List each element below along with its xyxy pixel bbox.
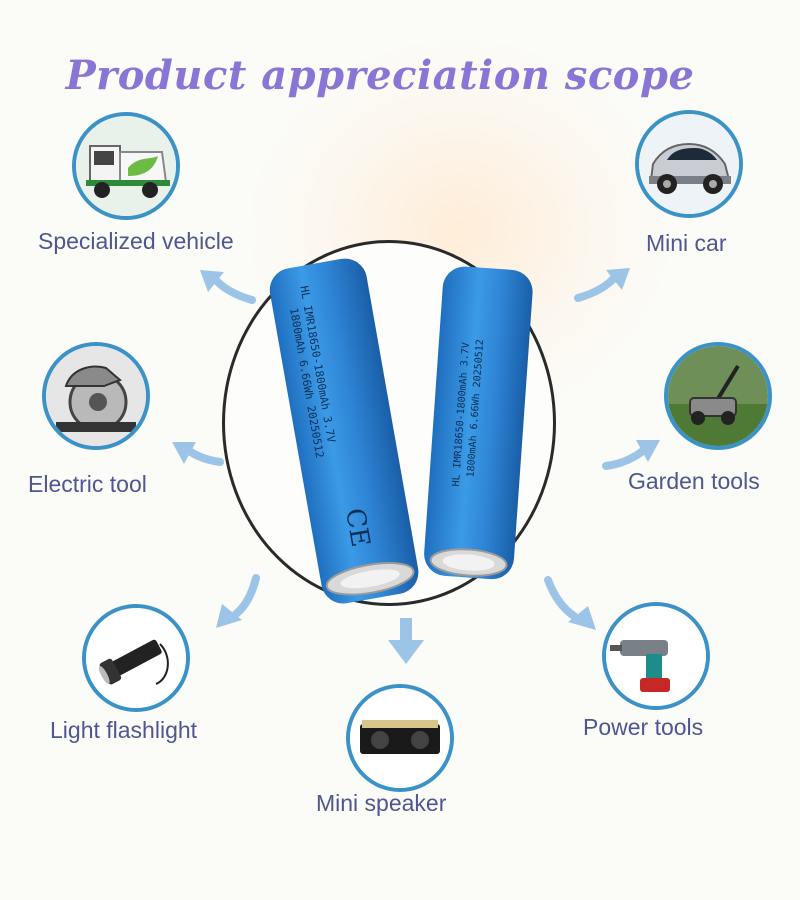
ce-mark-icon: CE xyxy=(339,506,375,549)
app-label: Power tools xyxy=(583,714,704,740)
circular-saw-icon xyxy=(42,342,150,450)
arrow-down-left-icon xyxy=(216,574,260,628)
car-icon xyxy=(635,110,743,218)
arrow-down-icon xyxy=(388,618,424,664)
arrow-left-icon xyxy=(172,442,224,466)
battery-left: HL IMR18650-1800mAh 3.7V 1800mAh 6.66Wh … xyxy=(269,258,419,604)
arrow-up-left-icon xyxy=(200,270,256,304)
sweeper-truck-icon xyxy=(72,112,180,220)
arrow-right-icon xyxy=(602,440,660,470)
app-label: Electric tool xyxy=(28,471,147,497)
app-label: Mini car xyxy=(646,230,727,256)
page-title: Product appreciation scope xyxy=(65,52,695,99)
speaker-icon xyxy=(346,684,454,792)
lawn-mower-icon xyxy=(664,342,772,450)
arrow-up-right-icon xyxy=(574,268,630,302)
power-drill-icon xyxy=(602,602,710,710)
app-label: Mini speaker xyxy=(316,790,447,816)
app-label: Light flashlight xyxy=(50,717,198,743)
app-label: Specialized vehicle xyxy=(38,228,234,254)
flashlight-icon xyxy=(82,604,190,712)
app-label: Garden tools xyxy=(628,468,760,494)
arrow-down-right-icon xyxy=(544,576,596,630)
battery-right: HL IMR18650-1800mAh 3.7V 1800mAh 6.66Wh … xyxy=(424,266,533,580)
